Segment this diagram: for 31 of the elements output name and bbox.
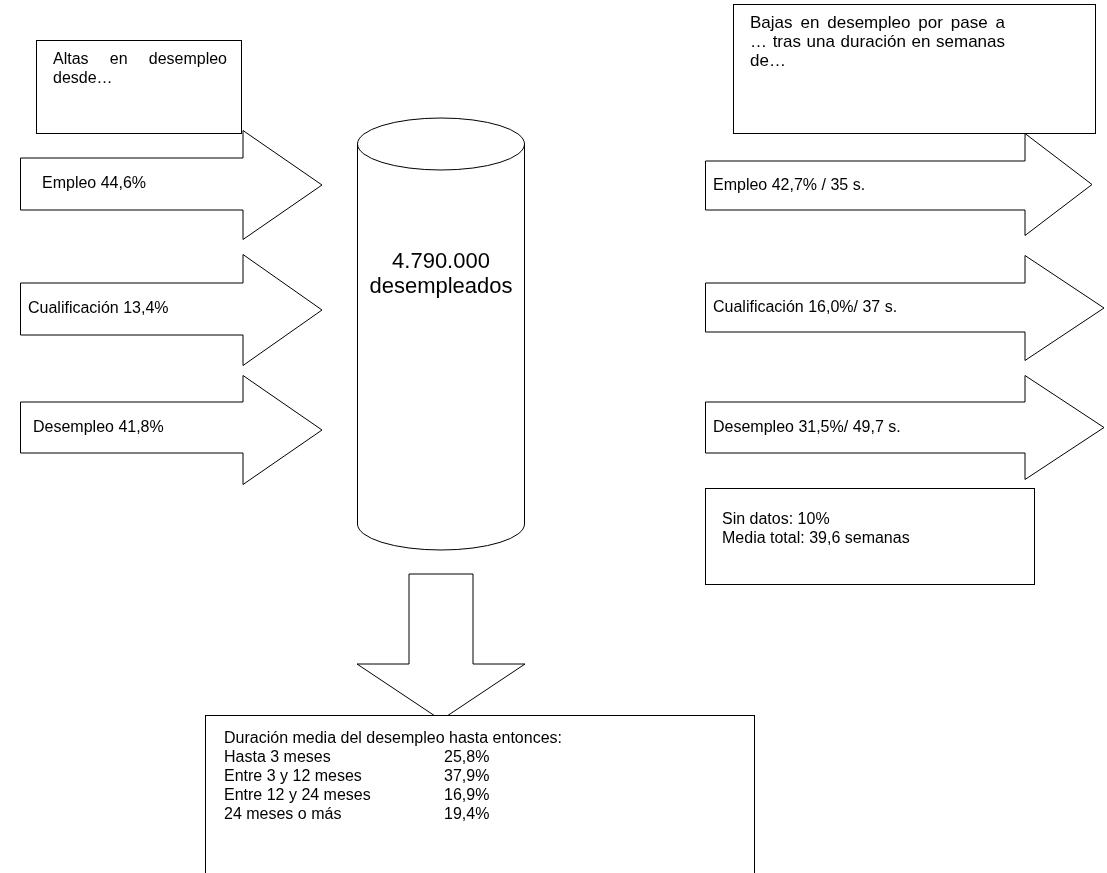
box-text: Media total: 39,6 semanas [722, 528, 911, 547]
row-label: 24 meses o más [224, 804, 342, 823]
arrow-label: Desempleo 31,5%/ 49,7 s. [713, 416, 901, 436]
row-label: Hasta 3 meses [224, 747, 331, 766]
arrow-shaped-box [705, 133, 1093, 236]
arrow-label: Desempleo 41,8% [33, 416, 164, 436]
box-text: Sin datos: 10% [722, 509, 831, 528]
arrow-shaped-box [20, 375, 323, 485]
arrow-label: Empleo 42,7% / 35 s. [713, 174, 866, 194]
arrow-shaped-box [705, 375, 1105, 480]
box-text: Altas en desempleo desde… [53, 49, 227, 87]
cylinder [357, 118, 525, 550]
box-text: Bajas en desempleo por pase a … tras una duración en semanas de… [750, 13, 1005, 70]
row-label: Entre 3 y 12 meses [224, 766, 362, 785]
text-box [205, 715, 755, 873]
text-box [36, 40, 242, 134]
arrow-label: Empleo 44,6% [42, 173, 147, 192]
table-heading: Duración media del desempleo hasta entonces: [224, 728, 562, 747]
row-value: 16,9% [444, 785, 490, 804]
row-value: 37,9% [444, 766, 490, 785]
text-box [705, 488, 1035, 585]
arrow-shaped-box [705, 255, 1105, 361]
arrow-shaped-box [20, 130, 323, 240]
arrow-label: Cualificación 16,0%/ 37 s. [713, 296, 898, 316]
row-label: Entre 12 y 24 meses [224, 785, 371, 804]
row-value: 25,8% [444, 747, 490, 766]
arrow-label: Cualificación 13,4% [28, 298, 169, 317]
arrow-shaped-box [20, 254, 323, 366]
cylinder-label: 4.790.000 desempleados [368, 248, 514, 298]
row-value: 19,4% [444, 804, 490, 823]
text-box [733, 4, 1096, 134]
